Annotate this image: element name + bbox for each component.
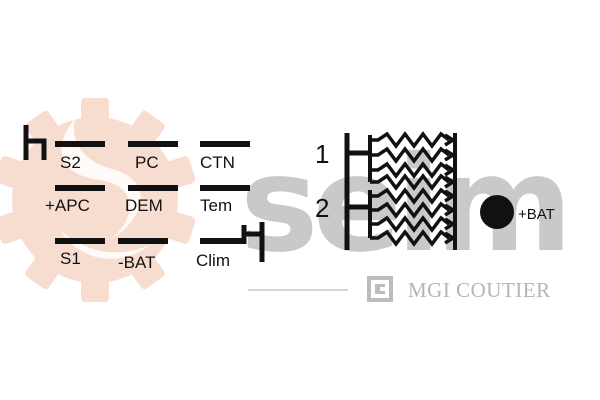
pin-bar-dem (128, 185, 178, 191)
pin-label-s1: S1 (60, 249, 81, 268)
pin-bar-apc (55, 185, 105, 191)
resistor-lower-2 (370, 215, 451, 233)
mgi-coutier-brand: MGI COUTIER (408, 278, 551, 302)
pin-label-s2: S2 (60, 153, 81, 172)
seim-gear-logo-icon (0, 98, 196, 302)
pin-bar-pc (128, 141, 178, 147)
pin-bar-tem (200, 185, 250, 191)
pin-label-ctn: CTN (200, 153, 235, 172)
resistor-upper-0 (370, 131, 451, 149)
resistor-upper-3 (370, 173, 451, 191)
resistor-upper-1 (370, 146, 451, 164)
pin-bar-clim (200, 238, 246, 244)
resistor-bank: 1 2 (315, 131, 457, 250)
pin-bar-s1 (55, 238, 105, 244)
mgi-coutier-icon (367, 276, 393, 302)
pin-label-clim: Clim (196, 251, 230, 270)
resistor-upper-2 (370, 161, 451, 179)
resistor-lower-0 (370, 187, 451, 205)
terminal-1-label: 1 (315, 139, 329, 169)
resistor-lower-1 (370, 201, 451, 219)
terminal-2-label: 2 (315, 193, 329, 223)
pin-bar-bat-neg (118, 238, 168, 244)
bat-supply-label: +BAT (518, 206, 555, 223)
resistor-lower-3 (370, 229, 451, 247)
pin-label-dem: DEM (125, 196, 163, 215)
connector-face: S2 PC CTN +APC DEM Tem S1 -BAT Clim (23, 125, 265, 272)
pin-bar-s2 (55, 141, 105, 147)
pin-label-pc: PC (135, 153, 159, 172)
pin-label-bat-neg: -BAT (118, 253, 155, 272)
pin-label-apc: +APC (45, 196, 90, 215)
bat-terminal-dot (480, 195, 514, 229)
pin-label-tem: Tem (200, 196, 232, 215)
pin-bar-ctn (200, 141, 250, 147)
